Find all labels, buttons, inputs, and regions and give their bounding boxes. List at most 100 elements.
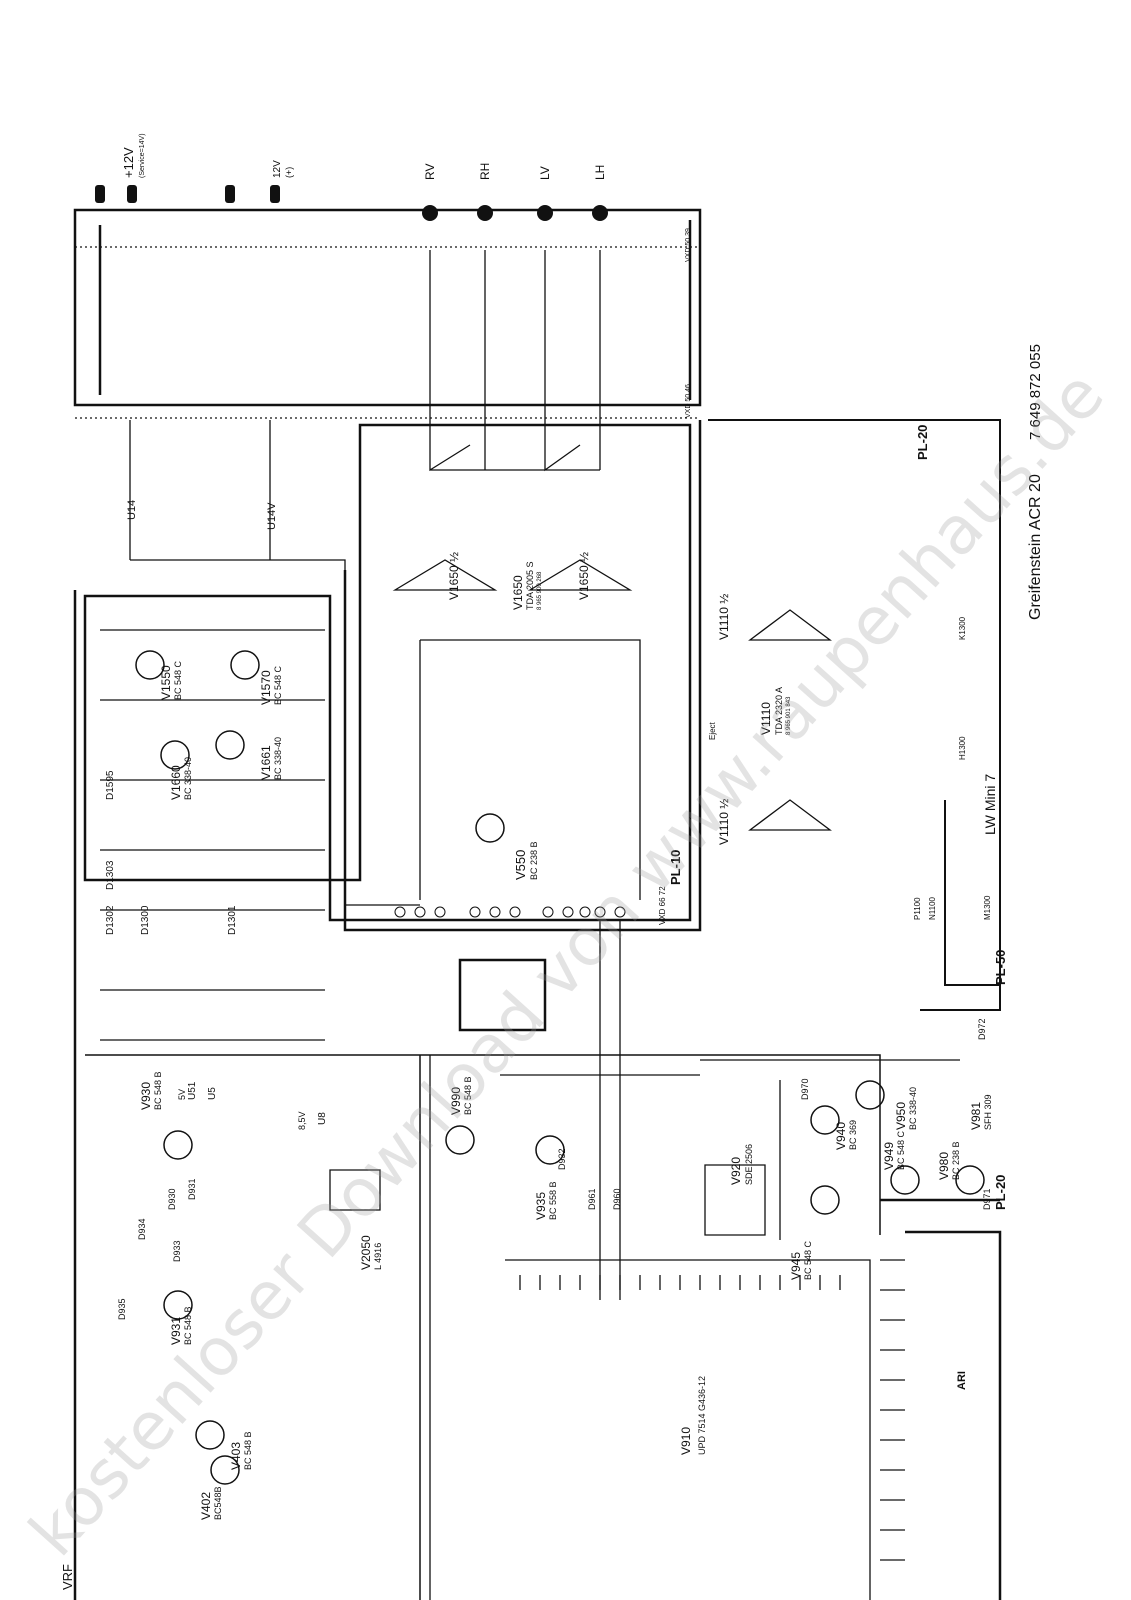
label-v1660-type: BC 338-40 [183,757,193,800]
label-v931-type: BC 548 B [183,1306,193,1345]
label-v945: V945 [789,1252,803,1280]
transistor-v550-icon [475,813,505,843]
label-v1661-type: BC 338-40 [273,737,283,780]
label-v1650-a: V1650 ½ [447,552,461,600]
label-d931: D931 [187,1178,197,1200]
label-v940: V940 [834,1122,848,1150]
label-d1300: D1300 [140,905,151,935]
label-u51: U51 [187,1081,198,1100]
label-v403: V403 [229,1442,243,1470]
label-v1110-code: 8 965 901 843 [786,696,792,735]
label-ari: ARI [956,1371,968,1390]
transistor-v990-icon [445,1125,475,1155]
label-v1110-a: V1110 ½ [717,594,731,640]
label-u5: U5 [207,1087,218,1100]
label-eject: Eject [708,721,717,740]
label-v1660: V1660 [169,765,183,800]
ic-v910 [505,1259,871,1600]
pin-icon [562,906,574,918]
tag-pl20-bottom: PL-20 [993,1175,1008,1210]
label-v1570-type: BC 548 C [273,665,283,705]
label-v980-type: BC 238 B [951,1141,961,1180]
label-v1650-code: 8 965 900 268 [537,571,543,610]
pin-icon [594,906,606,918]
pin-icon [542,906,554,918]
transistor-v402-icon [210,1455,240,1485]
pin-icon [489,906,501,918]
label-v5: 5V [177,1089,187,1100]
label-v980: V980 [937,1152,951,1180]
pin-icon [414,906,426,918]
amp-wiring [419,250,641,900]
label-rh: RH [478,163,492,180]
label-d961: D961 [587,1188,597,1210]
ic-v2050 [329,1169,381,1211]
pl50-frame [944,800,1000,986]
label-v910: V910 [679,1427,693,1455]
label-v981: V981 [969,1102,983,1130]
label-v935-type: BC 558 B [548,1181,558,1220]
label-u14v: U14V [266,502,278,530]
label-v930: V930 [139,1082,153,1110]
label-v990: V990 [449,1087,463,1115]
pin-icon [579,906,591,918]
label-v931: V931 [169,1317,183,1345]
part-number: 7 649 872 055 [1027,344,1044,440]
amp-d [748,799,832,831]
transistor-v1661-icon [215,730,245,760]
pin-icon [469,906,481,918]
label-v1650: V1650 [511,575,525,610]
pins-v910 [519,1275,841,1290]
tag-lw-mini7: LW Mini 7 [982,774,998,835]
frame-top [73,208,702,407]
transistor-v945-icon [810,1185,840,1215]
amp-a [392,559,498,591]
label-n1100: N1100 [928,896,937,920]
label-service14v: (Service=14V) [139,133,146,178]
tag-pl50: PL-50 [993,950,1008,985]
label-u14: U14 [126,500,138,520]
label-v940-type: BC 369 [848,1120,858,1150]
label-vxd6672: VXD 66 72 [658,886,667,925]
transistor-v930-icon [163,1130,193,1160]
label-v910-type: UPD 7514 G436-12 [697,1376,707,1455]
relay-box [458,958,547,1032]
label-d1302: D1302 [105,905,116,935]
transistor-v1570-icon [230,650,260,680]
label-p1100: P1100 [913,897,922,920]
title: Greifenstein ACR 20 [1027,474,1044,620]
label-v1550: V1550 [159,665,173,700]
label-v950: V950 [894,1102,908,1130]
label-v981-type: SFH 309 [983,1094,993,1130]
amp-c [748,609,832,641]
transistor-v931-icon [163,1290,193,1320]
plug-12vb-icon [270,185,280,203]
label-plus12v: +12V [121,147,136,178]
label-v945-type: BC 548 C [803,1240,813,1280]
pl10-frame [83,423,692,922]
label-d972: D972 [977,1018,987,1040]
label-v1110-b: V1110 ½ [717,799,731,845]
label-d1301: D1301 [227,905,238,935]
label-lv: LV [538,166,552,180]
label-d1595: D1595 [105,770,116,800]
label-d971: D971 [982,1188,992,1210]
plug-12v-icon [127,185,137,203]
label-m1300: M1300 [983,895,992,920]
label-lh: LH [593,165,607,180]
amp-b [527,559,633,591]
label-d935: D935 [117,1298,127,1320]
tag-pl20-top: PL-20 [915,425,930,460]
transistor-v1550-icon [135,650,165,680]
label-v1110-type: TDA 2320 A [774,687,784,735]
pl20-frame [708,419,1001,1011]
frame-top-inner [98,220,692,400]
frame-vxd [75,246,700,419]
plug-ground-icon [95,185,105,203]
label-v990-type: BC 548 B [463,1076,473,1115]
label-v920-type: SDE 2506 [744,1144,754,1185]
speaker-lv-icon [537,205,553,221]
speaker-rv-icon [422,205,438,221]
label-v550-type: BC 238 B [529,841,539,880]
